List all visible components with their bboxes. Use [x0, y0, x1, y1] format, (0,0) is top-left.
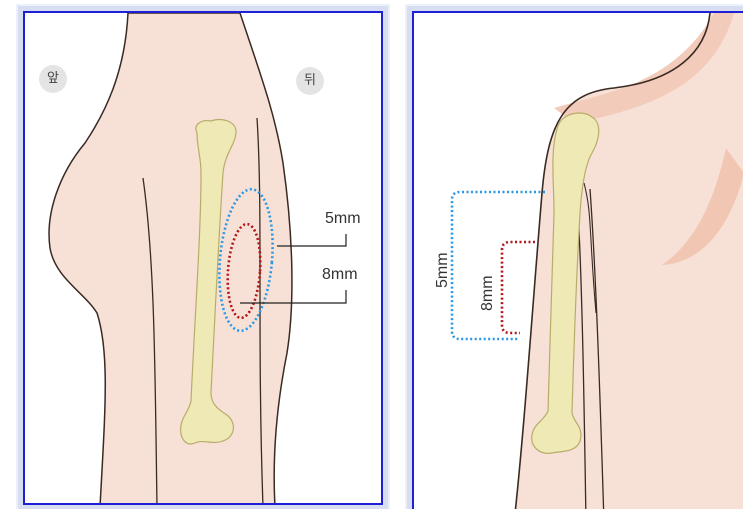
left-arm-illustration: 5mm 8mm: [25, 13, 383, 505]
arm-skin: [49, 13, 292, 505]
inner-zone-bracket: [502, 242, 535, 333]
right-arm-illustration: 5mm 8mm: [414, 13, 743, 509]
inner-zone-label: 8mm: [322, 266, 358, 283]
outer-zone-label: 5mm: [325, 210, 361, 227]
outer-zone-bracket: [452, 192, 545, 339]
front-side-badge: 앞: [39, 65, 67, 93]
left-panel-side-view: 5mm 8mm 앞 뒤: [23, 11, 383, 505]
back-side-badge: 뒤: [296, 67, 324, 95]
right-panel-front-view: 5mm 8mm: [412, 11, 743, 509]
outer-zone-label: 5mm: [434, 252, 451, 288]
inner-zone-label: 8mm: [479, 275, 496, 311]
